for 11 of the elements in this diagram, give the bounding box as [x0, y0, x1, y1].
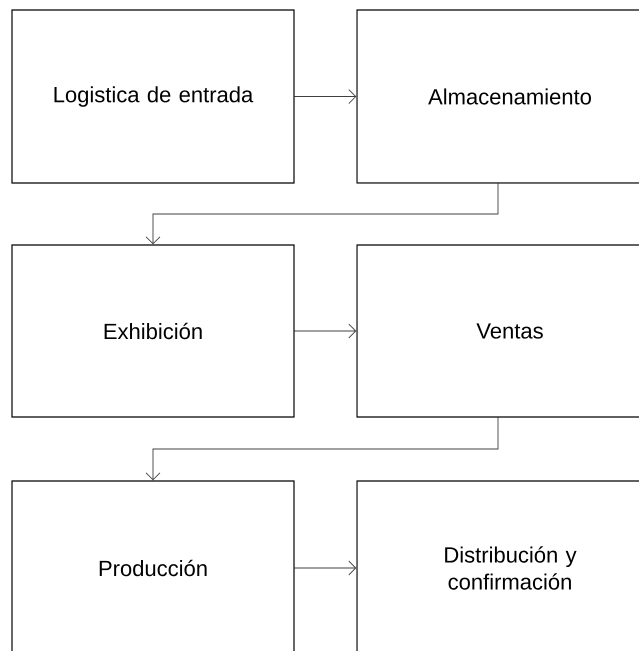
- arrow: [146, 417, 498, 480]
- process-box: Distribución y confirmación: [356, 480, 639, 651]
- process-box: Almacenamiento: [356, 9, 639, 184]
- arrow: [294, 560, 356, 576]
- arrow: [294, 89, 356, 104]
- arrow: [294, 324, 356, 338]
- process-box: Ventas: [356, 244, 639, 418]
- arrow: [146, 183, 498, 244]
- process-box: Logistica de entrada: [11, 9, 295, 184]
- process-box: Exhibición: [11, 244, 295, 418]
- process-box: Producción: [11, 480, 295, 651]
